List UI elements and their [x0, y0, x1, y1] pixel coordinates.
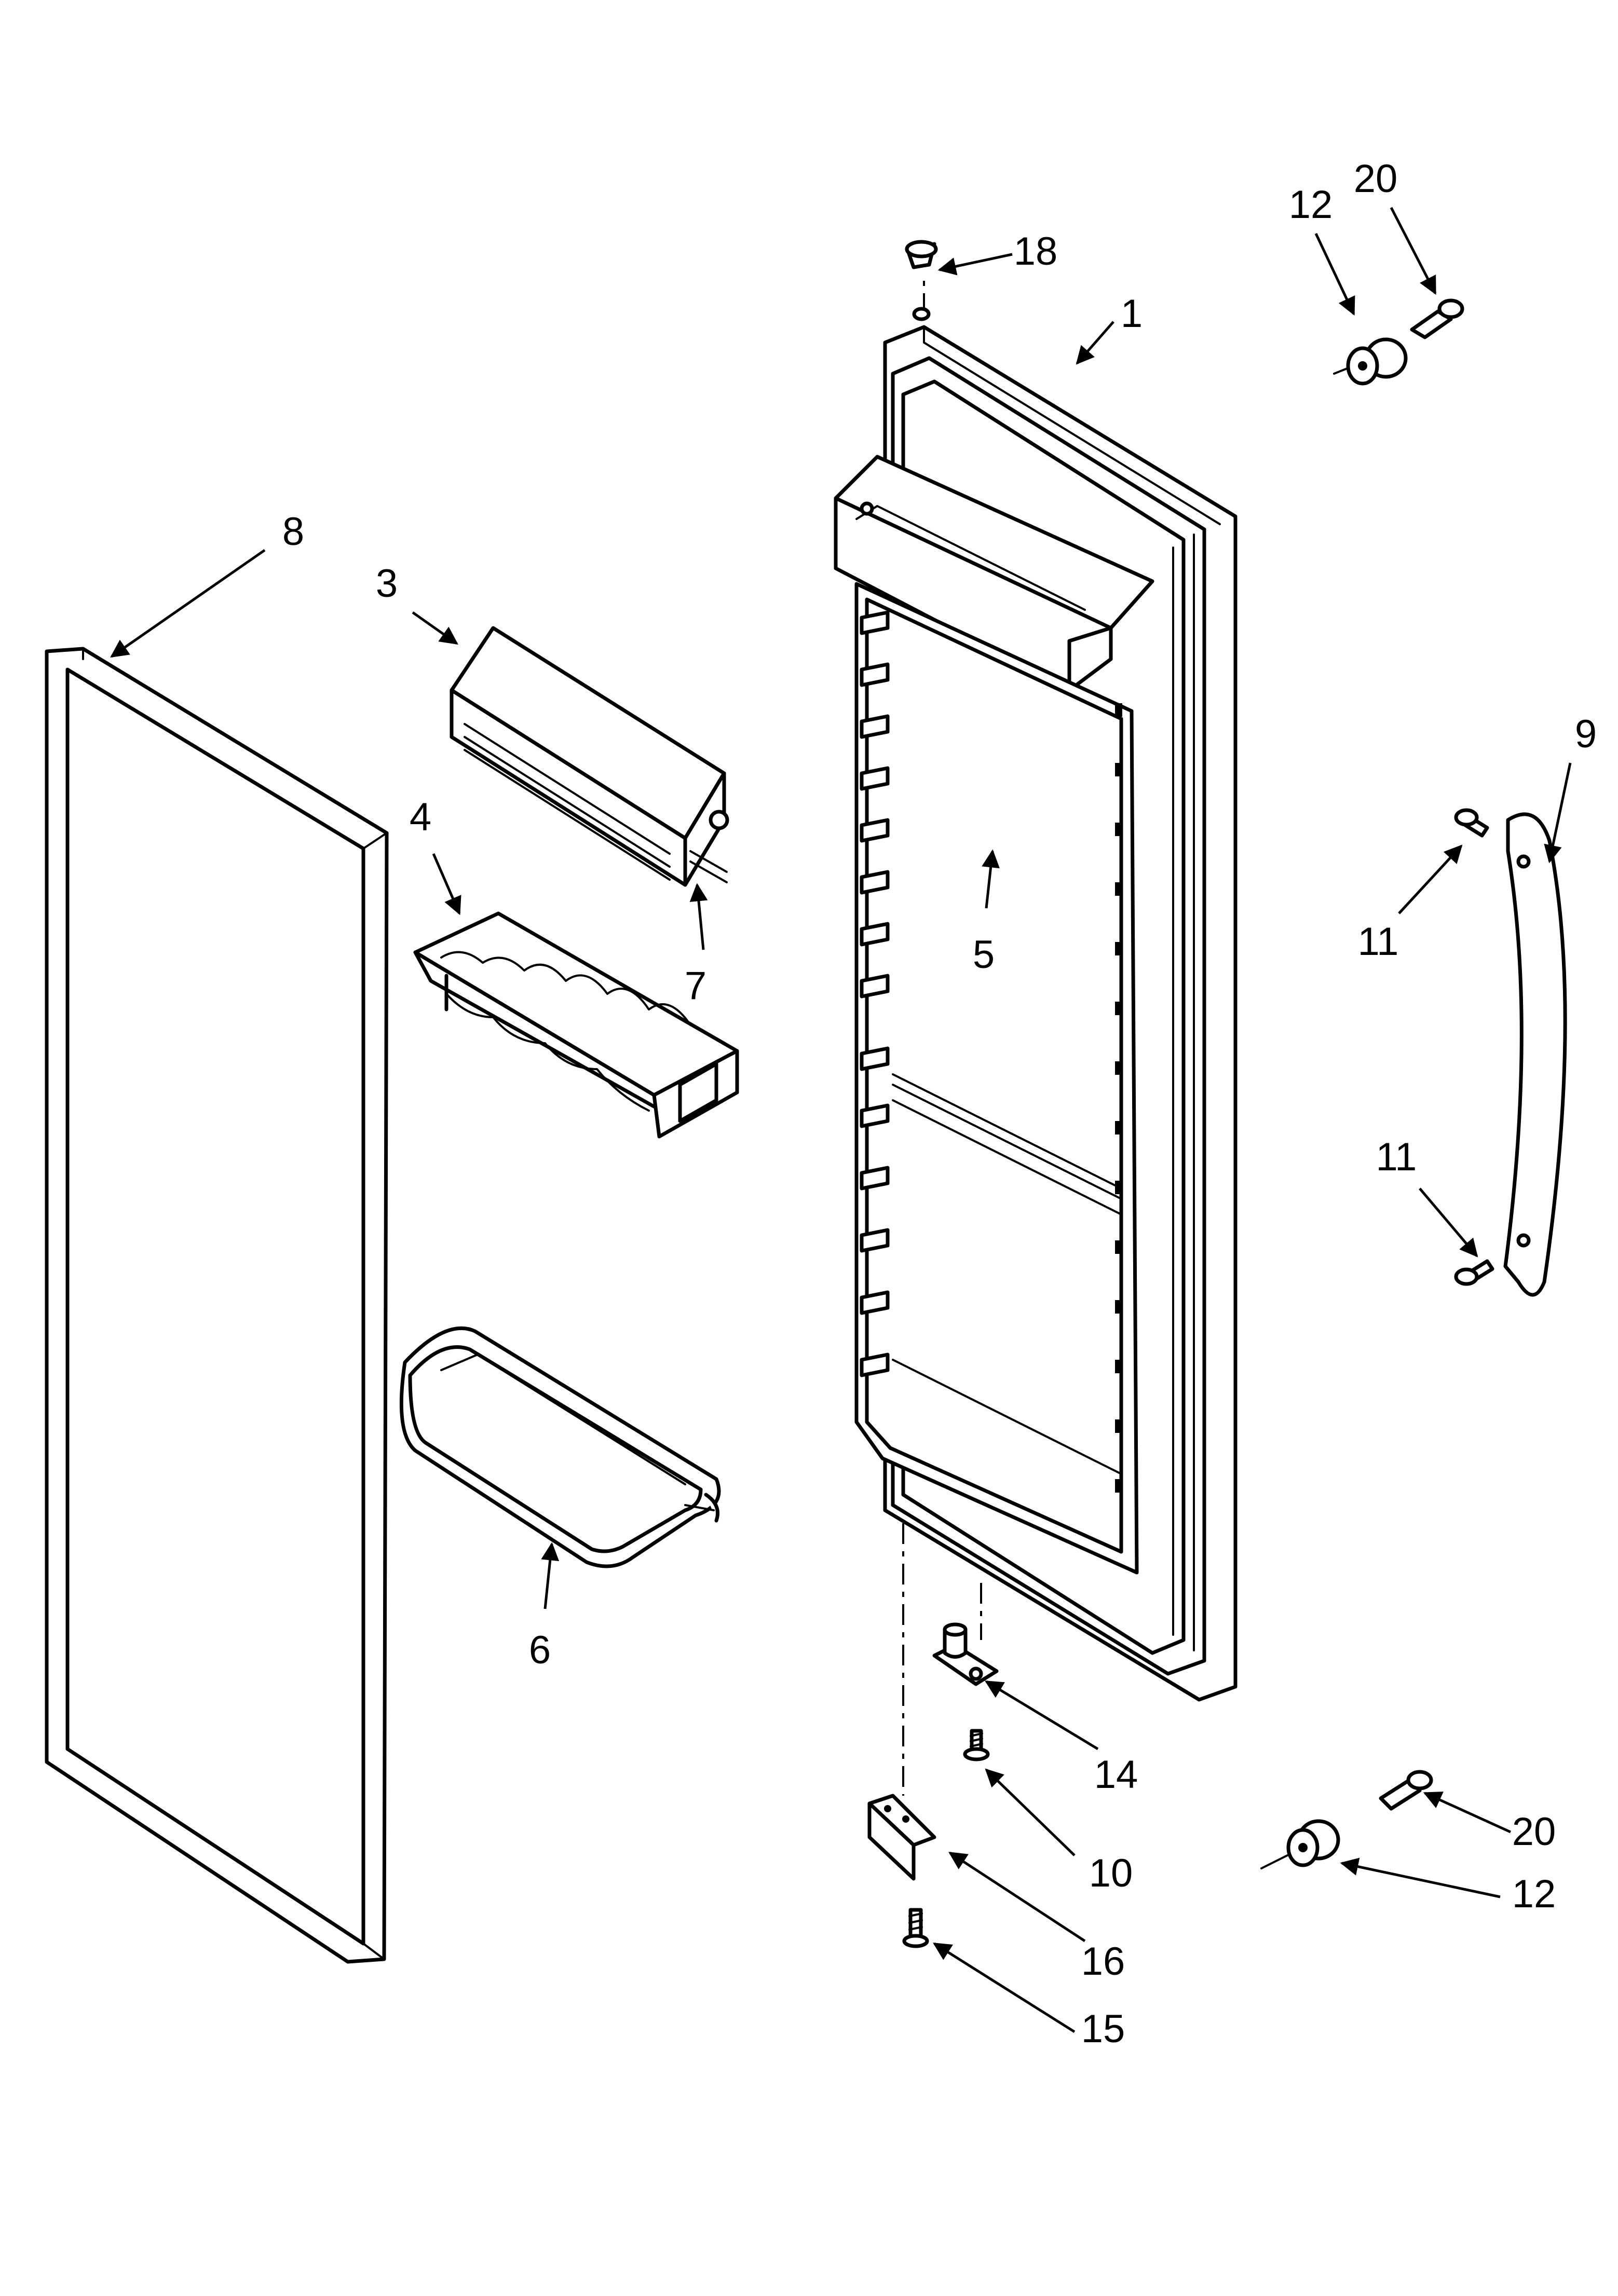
leader-4 — [432, 853, 461, 915]
hinge-bushing-lower — [1260, 1819, 1340, 1869]
callout-12-upper: 12 — [1289, 183, 1333, 227]
door-gasket — [45, 647, 389, 1964]
leader-11-lower — [1419, 1187, 1478, 1258]
leader-12-lower — [1340, 1857, 1501, 1898]
leader-3 — [412, 611, 458, 645]
leader-16 — [948, 1851, 1086, 1943]
shelf-clips-left — [860, 610, 890, 1377]
screw-15 — [902, 1908, 929, 1948]
callout-3: 3 — [376, 562, 398, 606]
callout-15: 15 — [1081, 2007, 1125, 2051]
leader-1 — [1076, 321, 1114, 365]
leader-9 — [1544, 762, 1572, 864]
door-bin — [399, 1326, 721, 1568]
leader-20-upper — [1390, 207, 1437, 295]
door-plug — [905, 240, 938, 321]
callout-4: 4 — [410, 795, 431, 839]
leader-8 — [110, 549, 266, 658]
refrigerator-door — [834, 280, 1238, 1796]
leader-lines — [110, 207, 1572, 2033]
leader-20-lower — [1423, 1792, 1512, 1834]
hinge-screw-upper — [1410, 298, 1464, 339]
leader-5 — [982, 849, 1000, 909]
callout-6: 6 — [529, 1628, 551, 1672]
leader-7 — [689, 883, 708, 950]
callout-20-upper: 20 — [1354, 157, 1398, 201]
callout-11-lower: 11 — [1376, 1135, 1417, 1179]
hinge-screw-lower — [1379, 1770, 1433, 1811]
callout-14: 14 — [1094, 1753, 1138, 1797]
leader-18 — [937, 253, 1013, 276]
callout-11-upper: 11 — [1358, 920, 1399, 964]
callout-7: 7 — [685, 964, 706, 1008]
leader-10 — [985, 1768, 1076, 1856]
callout-12-lower: 12 — [1512, 1872, 1556, 1916]
callout-16: 16 — [1081, 1939, 1125, 1984]
callout-18: 18 — [1014, 229, 1058, 274]
callout-8: 8 — [282, 510, 304, 554]
handle-screw-upper — [1454, 808, 1489, 838]
egg-tray — [413, 911, 739, 1139]
hinge-bushing-upper — [1333, 337, 1408, 386]
callout-10: 10 — [1089, 1851, 1133, 1895]
callout-20-lower: 20 — [1512, 1810, 1556, 1854]
handle-screw-lower — [1454, 1259, 1494, 1286]
lower-hinge — [867, 1794, 936, 1881]
leader-14 — [985, 1680, 1099, 1751]
leader-15 — [933, 1942, 1076, 2033]
dairy-compartment-cover — [450, 626, 729, 887]
callout-5: 5 — [973, 933, 995, 977]
door-handle — [1503, 812, 1567, 1297]
leader-11-upper — [1398, 844, 1463, 914]
shelf-clips-right — [1115, 703, 1122, 1493]
callout-labels: 1 3 4 5 6 7 8 9 10 11 11 12 12 14 15 16 … — [282, 157, 1597, 2051]
screw-10 — [963, 1729, 990, 1761]
leader-12-upper — [1314, 233, 1355, 316]
hinge-pin-bracket — [932, 1622, 999, 1686]
callout-9: 9 — [1575, 712, 1597, 756]
leader-6 — [541, 1542, 560, 1609]
callout-1: 1 — [1121, 292, 1143, 336]
